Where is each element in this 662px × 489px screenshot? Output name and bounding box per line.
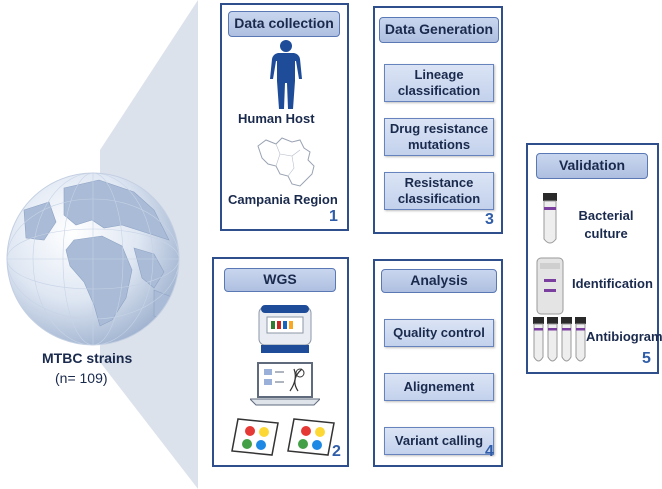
identification-label: Identification [572,276,653,291]
data-collection-title: Data collection [228,11,340,37]
lineage-classification-box: Lineage classification [384,64,494,102]
drug-resistance-mutations-box: Drug resistance mutations [384,118,494,156]
panel-number-4: 4 [485,443,494,460]
panel-number-3: 3 [485,211,494,228]
campania-map-icon [257,137,315,187]
human-host-label: Human Host [238,111,315,126]
sequencer-icon [258,305,312,353]
antibiogram-tubes-icon [533,317,586,362]
data-generation-panel: Data Generation Lineage classification D… [373,6,503,234]
analysis-panel: Analysis Quality control Alignement Vari… [373,259,503,467]
culture-tube-icon [543,193,557,244]
panel-number-5: 5 [642,350,651,367]
laptop-dna-icon [250,362,320,406]
panel-number-1: 1 [329,208,338,225]
bacterial-culture-label: Bacterial culture [578,207,634,243]
wgs-title: WGS [224,268,336,292]
analysis-title: Analysis [381,269,497,293]
panel-number-2: 2 [332,443,341,460]
validation-title: Validation [536,153,648,179]
alignement-box: Alignement [384,373,494,401]
bacterial-culture-text: Bacterial culture [578,208,634,242]
validation-panel: Validation Bacterial culture Identificat… [526,143,662,374]
data-collection-panel: Data collection Human Host Campania Regi… [220,3,349,231]
sample-label: MTBC strains [42,350,133,366]
globe-icon [6,172,180,346]
flowcell-icon [231,418,279,456]
resistance-classification-box: Resistance classification [384,172,494,210]
campania-region-label: Campania Region [228,192,338,207]
identification-tube-icon [536,257,564,315]
data-generation-title: Data Generation [379,17,499,43]
flowcell-icon-2 [287,418,335,456]
wgs-panel: WGS 2 [212,257,349,467]
human-body-icon [270,40,302,109]
quality-control-box: Quality control [384,319,494,347]
sample-count: (n= 109) [55,370,108,386]
variant-calling-box: Variant calling [384,427,494,455]
antibiogram-label: Antibiogram [586,329,662,344]
